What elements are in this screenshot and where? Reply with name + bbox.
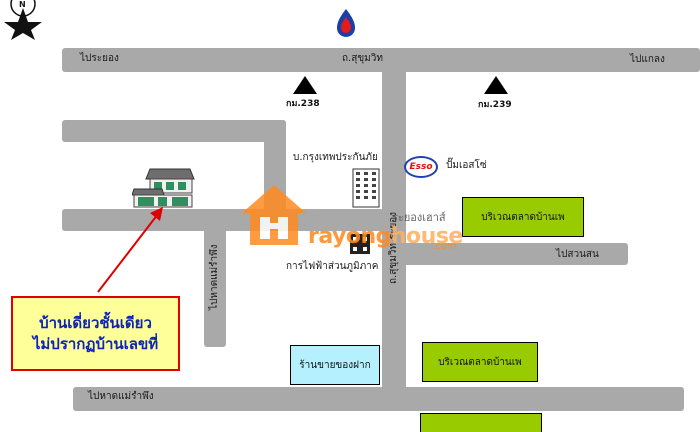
road-left-lower [62, 209, 384, 231]
esso-logo-icon: Esso [404, 156, 438, 178]
compass-icon [4, 0, 42, 40]
watermark-domain: .com [432, 241, 457, 252]
road-bottom [73, 387, 684, 411]
km-238-label: กม.238 [286, 99, 320, 109]
souvenir-shop-box: ร้านขายของฝาก [290, 345, 380, 385]
office-building-icon [352, 168, 380, 208]
electricity-label: การไฟฟ้าส่วนภูมิภาค [286, 261, 379, 272]
bangkok-insurance-label: บ.กรุงเทพประกันภัย [293, 152, 378, 163]
gas-station-icon [337, 9, 355, 37]
watermark-house-logo-icon [242, 185, 306, 245]
road-label-to-rayong: ไประยอง [80, 53, 119, 64]
callout-line-2: ไม่ปรากฏบ้านเลขที่ [32, 334, 159, 353]
house-icon [132, 168, 195, 208]
km-238-triangle-icon [293, 76, 317, 94]
road-label-suan-son: ไปสวนสน [556, 249, 599, 260]
electricity-building-icon [350, 234, 370, 254]
watermark-part-2: house [390, 224, 463, 249]
road-sukhumvit [62, 48, 700, 72]
market-box-1: บริเวณตลาดบ้านเพ [462, 197, 584, 237]
road-label-to-klaeng: ไปแกลง [630, 54, 665, 65]
esso-label: ปั๊มเอสโซ่ [446, 160, 487, 171]
market-box-2: บริเวณตลาดบ้านเพ [422, 342, 538, 382]
watermark-part-1: rayong [308, 224, 391, 249]
road-mae-ram-phueng [204, 225, 226, 347]
watermark-brand: rayonghouse [308, 224, 463, 249]
compass-label: N [19, 0, 26, 9]
road-sukhumvit-rayong [382, 64, 406, 394]
road-label-sukhumvit: ถ.สุขุมวิท [342, 53, 383, 64]
km-239-label: กม.239 [478, 100, 512, 110]
property-callout: บ้านเดี่ยวชั้นเดียว ไม่ปรากฏบ้านเลขที่ [11, 296, 180, 371]
road-label-bottom: ไปหาดแม่รำพึง [88, 391, 154, 402]
km-239-triangle-icon [484, 76, 508, 94]
watermark-thai: ระยองเฮาส์ [392, 211, 446, 224]
market-box-3 [420, 413, 542, 432]
road-left-upper [62, 120, 286, 142]
road-suan-son [402, 243, 628, 265]
callout-line-1: บ้านเดี่ยวชั้นเดียว [39, 313, 152, 332]
